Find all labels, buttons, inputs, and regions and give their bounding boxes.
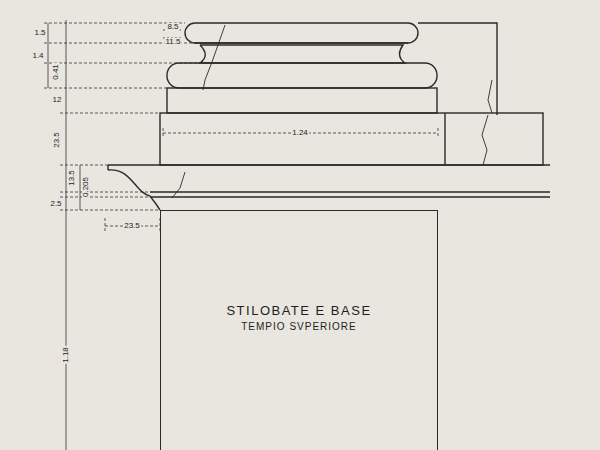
stylobate-block — [160, 113, 543, 165]
dimension-line — [66, 20, 67, 450]
extension-line — [44, 23, 200, 210]
dimension-line — [105, 218, 160, 232]
dimension-label: 0.205 — [82, 176, 90, 198]
dimension-label: 0.41 — [52, 63, 60, 81]
crack-line — [203, 25, 225, 90]
scotia — [195, 43, 408, 63]
stylobate-die: STILOBATE E BASE TEMPIO SVPERIORE — [160, 210, 438, 450]
crack-line — [172, 172, 185, 198]
drawing-subtitle: TEMPIO SVPERIORE — [161, 321, 437, 332]
cornice — [108, 165, 550, 210]
dimension-label: 1.18 — [62, 346, 70, 364]
fragment-outline — [418, 23, 497, 115]
dimension-label: 1.5 — [33, 29, 46, 37]
cornice-fillet — [150, 192, 550, 197]
dimension-label: 1.24 — [291, 129, 309, 137]
lower-torus — [167, 63, 437, 88]
dimension-label: 23.5 — [53, 131, 61, 149]
dimension-line — [48, 23, 80, 210]
extension-line — [163, 30, 183, 38]
block-joint — [444, 113, 445, 165]
crack-line — [488, 80, 492, 113]
dimension-label: 1.4 — [31, 52, 44, 60]
plinth — [167, 88, 437, 113]
dimension-label: 12 — [52, 96, 63, 104]
drawing-title: STILOBATE E BASE — [161, 303, 437, 318]
dimension-label: 11.5 — [165, 38, 182, 46]
dimension-label: 8.5 — [166, 23, 179, 31]
crack-line — [482, 115, 488, 165]
dimension-line — [163, 128, 438, 138]
dimension-label: 13.5 — [68, 169, 76, 187]
dimension-label: 2.5 — [49, 200, 62, 208]
dimension-label: 23.5 — [123, 222, 141, 230]
